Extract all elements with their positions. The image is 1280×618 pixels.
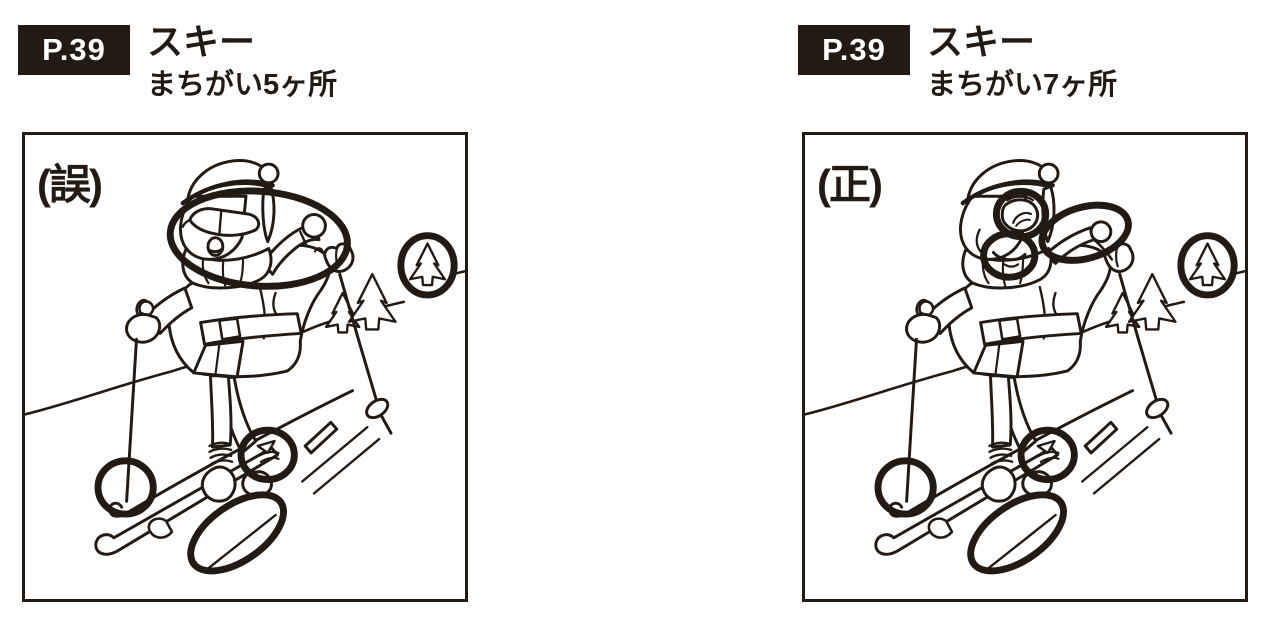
figure-label-wrong: (誤): [37, 161, 103, 208]
answer-circle-head-and-raised-arm: [166, 187, 351, 290]
skier-illustration-wrong: [25, 159, 465, 575]
title-block: スキー まちがい5ヶ所: [147, 20, 337, 102]
title-block: スキー まちがい7ヶ所: [927, 20, 1117, 102]
answer-circle-mouth: [980, 230, 1039, 281]
mistake-count-label: まちがい7ヶ所: [927, 69, 1118, 101]
puzzle-title: スキー: [927, 21, 1036, 62]
answer-circle-tree: [397, 232, 458, 299]
answer-circle-ski-pole: [874, 457, 937, 518]
answer-circle-arm: [1038, 201, 1132, 264]
page-number-badge: P.39: [18, 25, 130, 75]
puzzle-title: スキー: [147, 21, 256, 62]
figure-label-correct: (正): [817, 161, 883, 208]
answer-panel-wrong: (誤): [22, 132, 468, 602]
puzzle-answer-correct-section: P.39 スキー まちがい7ヶ所 (正): [780, 0, 1280, 618]
puzzle-answer-wrong-section: P.39 スキー まちがい5ヶ所 (誤): [0, 0, 500, 618]
mistake-count-label: まちがい5ヶ所: [147, 69, 338, 101]
answer-circle-tree: [1177, 232, 1238, 299]
page-number-badge: P.39: [798, 25, 910, 75]
answer-circle-ski: [187, 491, 287, 575]
answer-circle-ski-pole: [94, 457, 157, 518]
skier-illustration-correct: [805, 159, 1245, 575]
answer-circle-boot-flag: [237, 426, 298, 483]
answer-panel-correct: (正): [802, 132, 1248, 602]
answer-circle-ski: [967, 491, 1067, 575]
answer-circle-boot-flag: [1017, 426, 1078, 483]
